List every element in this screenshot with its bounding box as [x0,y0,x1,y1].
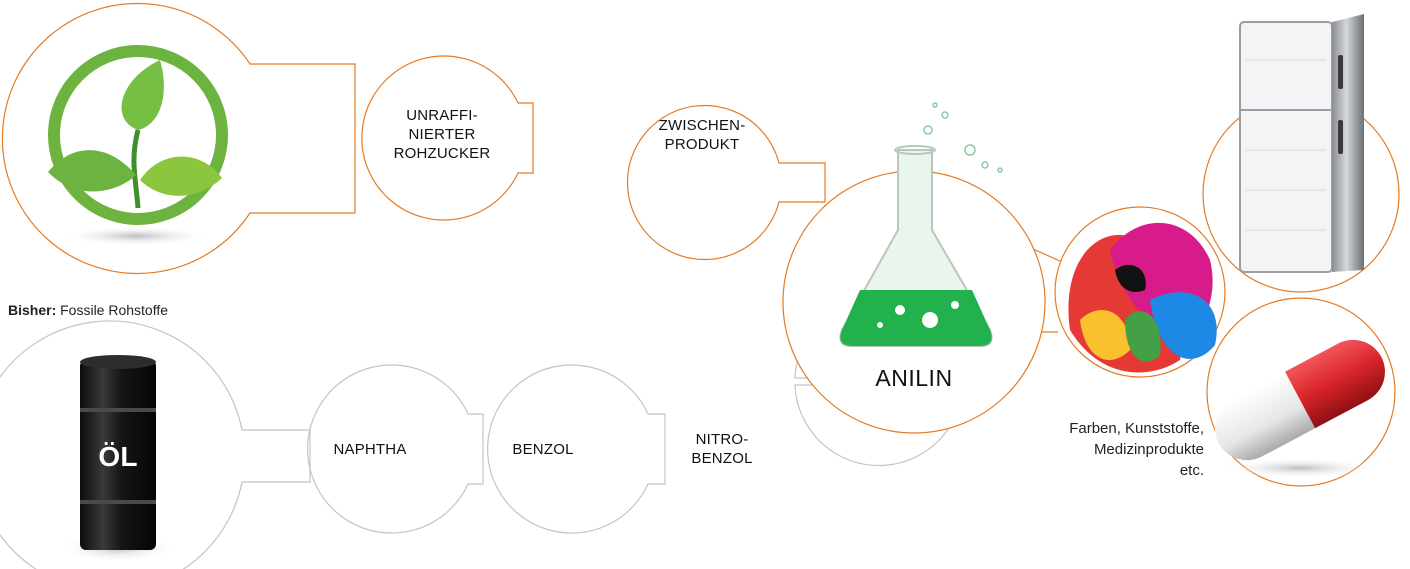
fossil-step-label-naphtha: NAPHTHA [333,441,407,458]
bio-step-label-rohzucker: UNRAFFI- NIERTER ROHZUCKER [393,107,491,162]
barrel-label: ÖL [98,441,138,472]
bio-step-label-zwischenprodukt: ZWISCHEN- PRODUKT [658,117,746,153]
refrigerator-icon [1239,14,1364,273]
fossil-step-bubble-1 [307,364,484,534]
bio-step-bubble-2 [626,104,826,261]
paint-connector-line [1030,247,1063,263]
medicine-capsule-icon [1215,339,1385,478]
fossil-caption-text: Fossile Rohstoffe [60,302,169,318]
plant-leaves-icon [48,45,228,246]
capsule-bubble [1206,297,1396,487]
bio-source-bubble [1,2,356,275]
oil-barrel-icon [60,355,176,562]
fossil-caption: Bisher: Fossile Rohstoffe [8,302,168,318]
paint-splash-icon [1068,222,1217,373]
fossil-step-bubble-2 [487,364,666,534]
anilin-label: ANILIN [875,365,953,391]
fossil-step-label-benzol: BENZOL [512,441,574,458]
products-caption: Farben, Kunststoffe, Medizinprodukte etc… [1069,420,1204,479]
fossil-source-bubble [0,320,311,569]
fossil-caption-bold: Bisher: [8,302,57,318]
chemistry-flask-icon [839,102,1003,347]
fossil-step-label-nitrobenzol: NITRO- BENZOL [691,431,753,467]
bio-step-bubble-1 [361,55,534,221]
